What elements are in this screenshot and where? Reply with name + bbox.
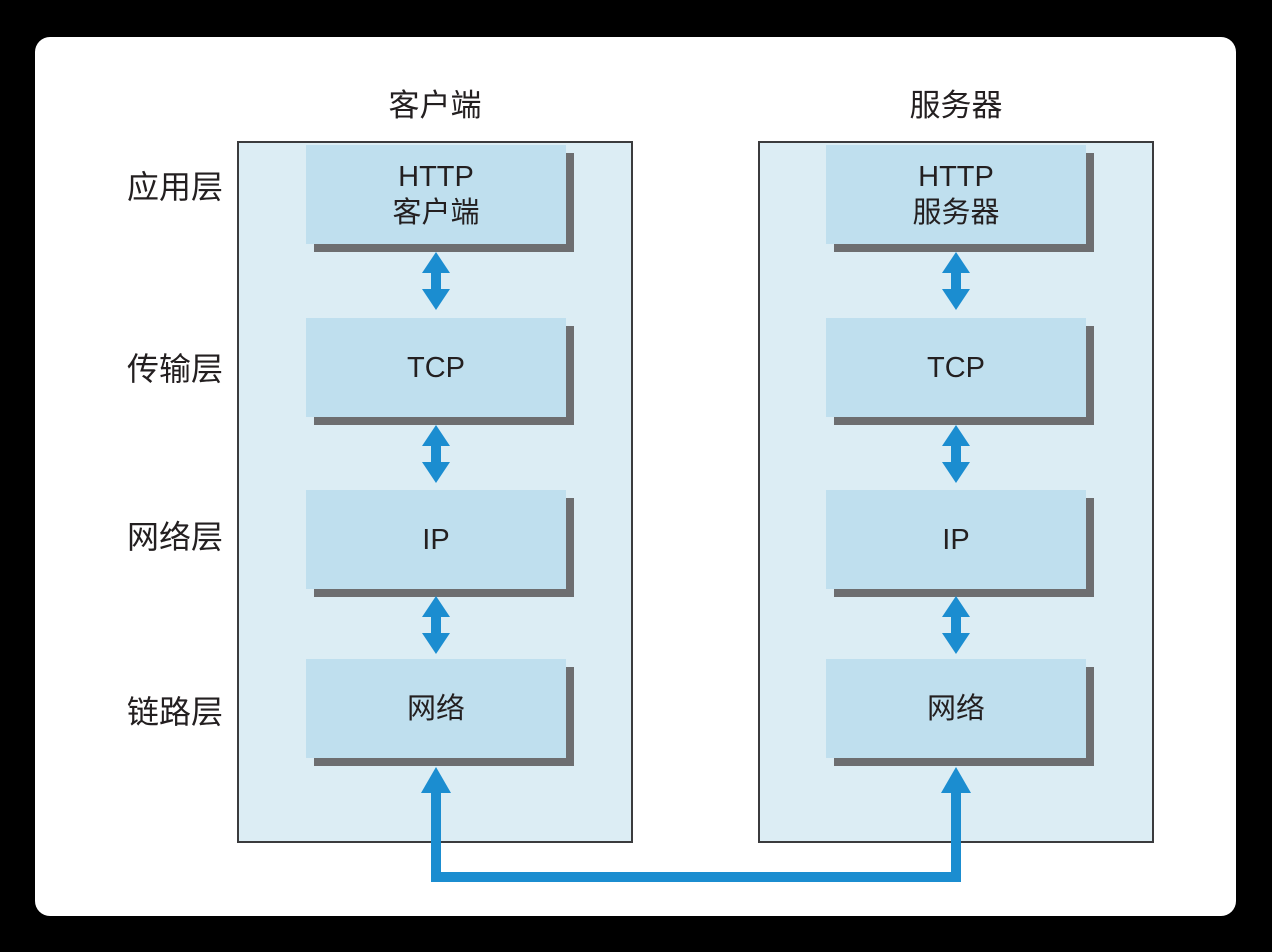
double-arrow-icon — [422, 596, 450, 654]
layer-label-network: 网络层 — [126, 519, 223, 555]
client-title: 客户端 — [388, 88, 482, 123]
network-link-connector-left — [431, 791, 441, 882]
network-link-connector-horizontal — [431, 872, 961, 882]
server-http-box: HTTP 服务器 — [826, 145, 1086, 244]
layer-label-application: 应用层 — [126, 169, 223, 205]
double-arrow-icon — [942, 596, 970, 654]
up-arrow-icon — [941, 767, 971, 793]
server-link-box: 网络 — [826, 659, 1086, 758]
double-arrow-icon — [942, 252, 970, 310]
up-arrow-icon — [421, 767, 451, 793]
client-link-box: 网络 — [306, 659, 566, 758]
double-arrow-icon — [942, 425, 970, 483]
double-arrow-icon — [422, 425, 450, 483]
layer-label-link: 链路层 — [126, 694, 223, 730]
figure-card: 客户端 服务器 应用层 传输层 网络层 链路层 HTTP 客户端 TCP IP … — [35, 37, 1236, 916]
server-title: 服务器 — [909, 88, 1003, 123]
network-link-connector-right — [951, 791, 961, 882]
double-arrow-icon — [422, 252, 450, 310]
client-ip-box: IP — [306, 490, 566, 589]
client-tcp-box: TCP — [306, 318, 566, 417]
server-tcp-box: TCP — [826, 318, 1086, 417]
client-http-box: HTTP 客户端 — [306, 145, 566, 244]
server-ip-box: IP — [826, 490, 1086, 589]
layer-label-transport: 传输层 — [126, 351, 223, 387]
